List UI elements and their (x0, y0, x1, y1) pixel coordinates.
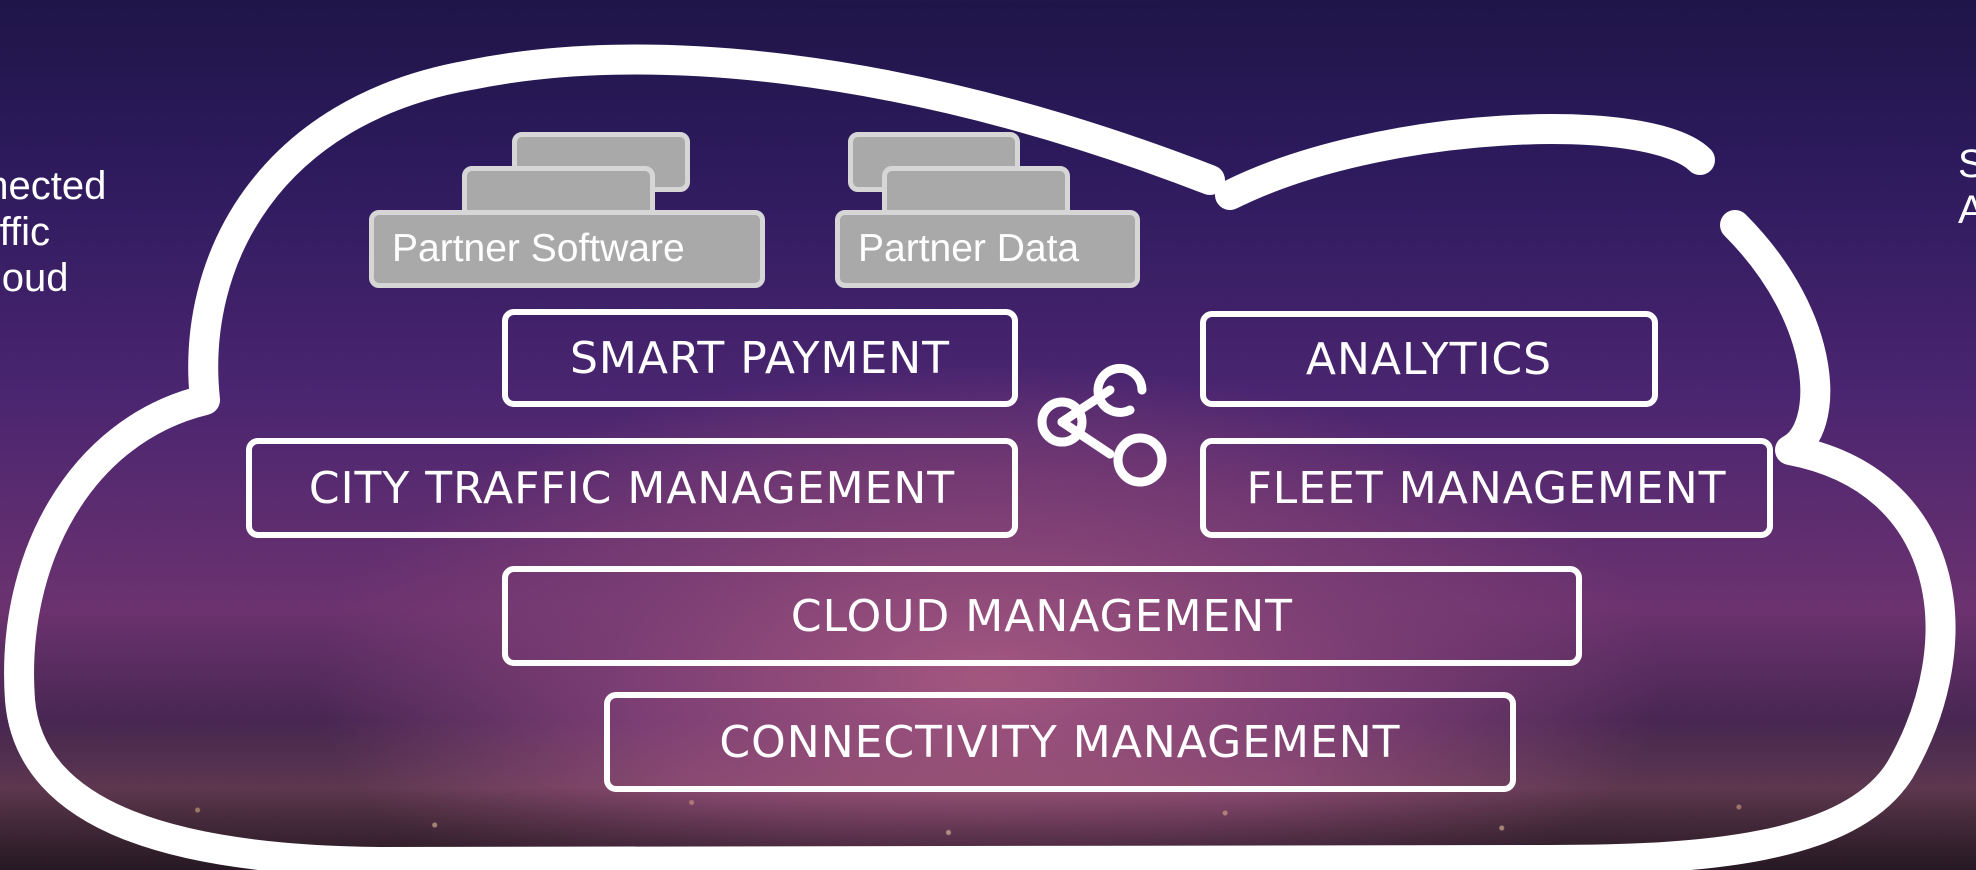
share-icon (1037, 363, 1167, 487)
partner-software-card: Partner Software (369, 210, 765, 288)
fleet-management-label: FLEET MANAGEMENT (1246, 462, 1727, 514)
partner-data-label: Partner Data (858, 227, 1080, 270)
analytics-box: ANALYTICS (1200, 311, 1658, 407)
city-traffic-management-box: CITY TRAFFIC MANAGEMENT (246, 438, 1018, 538)
smart-payment-box: SMART PAYMENT (502, 309, 1018, 407)
cloud-management-label: CLOUD MANAGEMENT (790, 590, 1294, 642)
partner-software-label: Partner Software (392, 227, 685, 270)
connectivity-management-box: CONNECTIVITY MANAGEMENT (604, 692, 1516, 792)
cloud-management-box: CLOUD MANAGEMENT (502, 566, 1582, 666)
analytics-label: ANALYTICS (1305, 333, 1553, 385)
fleet-management-box: FLEET MANAGEMENT (1200, 438, 1773, 538)
smart-payment-label: SMART PAYMENT (569, 332, 951, 384)
right-side-text: S A (1958, 142, 1976, 232)
partner-data-card: Partner Data (835, 210, 1140, 288)
left-side-text: nnected raffic Cloud (0, 164, 107, 300)
connectivity-management-label: CONNECTIVITY MANAGEMENT (719, 716, 1401, 768)
city-traffic-management-label: CITY TRAFFIC MANAGEMENT (308, 462, 956, 514)
